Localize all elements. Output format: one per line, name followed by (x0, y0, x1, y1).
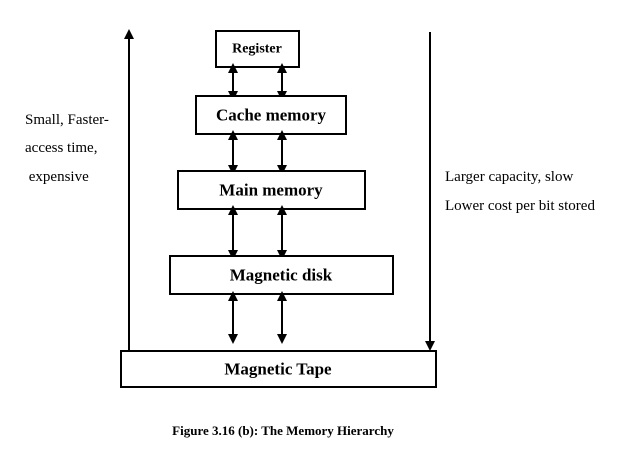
figure-caption: Figure 3.16 (b): The Memory Hierarchy (172, 423, 394, 438)
main-memory-box (177, 170, 366, 210)
right-note-line-1: Larger capacity, slow (445, 169, 573, 185)
main-memory-label: Main memory (219, 181, 323, 200)
left-note-line-3: expensive (25, 169, 89, 185)
cache-memory-label: Cache memory (216, 106, 326, 125)
magnetic-tape-label: Magnetic Tape (224, 360, 332, 379)
register-label: Register (232, 42, 282, 57)
right-note-line-2: Lower cost per bit stored (445, 198, 595, 214)
left-note-line-2: access time, (25, 140, 97, 156)
register-box (215, 30, 300, 68)
magnetic-tape-box (120, 350, 437, 388)
cache-memory-box (195, 95, 347, 135)
magnetic-disk-box (169, 255, 394, 295)
magnetic-disk-label: Magnetic disk (230, 266, 333, 285)
left-note-line-1: Small, Faster- (25, 112, 109, 128)
